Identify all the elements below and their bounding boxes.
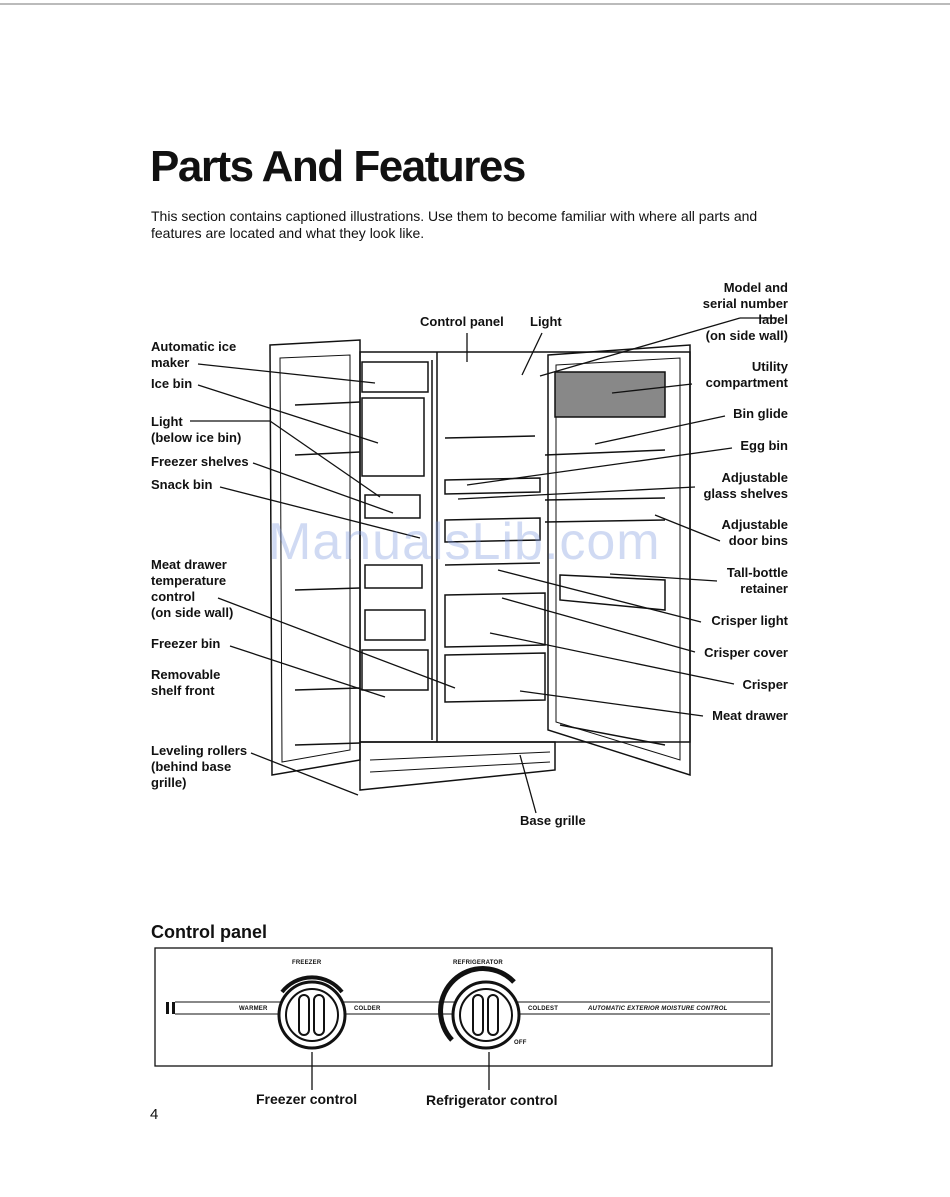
callout-automatic-ice-maker: Automatic ice maker — [151, 339, 236, 371]
freezer-dial-label: FREEZER — [292, 960, 322, 966]
utility-compartment-box — [554, 371, 666, 418]
watermark: ManualsLib.com — [268, 513, 661, 571]
callout-line: Ice bin — [151, 376, 193, 391]
freezer-bin-box — [361, 649, 429, 691]
freezer-colder-label: COLDER — [354, 1006, 381, 1012]
callout-line: Removable — [151, 667, 221, 682]
callout-line: Egg bin — [740, 438, 788, 453]
callout-leveling-rollers: Leveling rollers (behind base grille) — [151, 743, 247, 791]
ice-bin-box — [361, 397, 425, 477]
callout-line: control — [151, 589, 196, 604]
callout-ice-bin: Ice bin — [151, 376, 192, 392]
callout-line: (below ice bin) — [151, 430, 242, 445]
crisper-light-bar — [444, 562, 541, 566]
freezer-control-label: Freezer control — [256, 1091, 358, 1107]
meat-drawer-box — [444, 652, 546, 703]
callout-line: Light — [151, 414, 183, 429]
callout-removable-shelf-front: Removable shelf front — [151, 667, 220, 699]
callout-base-grille: Base grille — [520, 813, 586, 829]
callout-line: grille) — [151, 775, 187, 790]
callout-utility-compartment: Utility compartment — [706, 359, 788, 391]
callout-crisper-cover: Crisper cover — [704, 645, 788, 661]
refrigerator-coldest-label: COLDEST — [528, 1006, 559, 1012]
page-number: 4 — [150, 1106, 159, 1123]
callout-line: serial number — [702, 296, 788, 311]
callout-line: (on side wall) — [705, 328, 788, 343]
callout-line: retainer — [740, 581, 788, 596]
refrigerator-dial-label: REFRIGERATOR — [453, 960, 503, 966]
callout-line: Base grille — [520, 813, 586, 828]
callout-line: Crisper cover — [704, 645, 788, 660]
callout-freezer-bin: Freezer bin — [151, 636, 220, 652]
callout-line: Light — [530, 314, 562, 329]
refrigerator-off-label: OFF — [514, 1040, 527, 1046]
callout-line: Meat drawer — [151, 557, 227, 572]
callout-light: Light — [530, 314, 562, 330]
refrigerator-control-label: Refrigerator control — [426, 1092, 558, 1108]
callout-line: Crisper — [742, 677, 788, 692]
base-grille-box — [359, 741, 556, 791]
callout-line: Leveling rollers — [151, 743, 248, 758]
callout-tall-bottle-retainer: Tall-bottle retainer — [727, 565, 788, 597]
glass-shelf-1 — [444, 435, 536, 439]
callout-meat-drawer: Meat drawer — [712, 708, 788, 724]
callout-line: glass shelves — [703, 486, 788, 501]
callout-line: Snack bin — [151, 477, 213, 492]
callout-line: Freezer bin — [151, 636, 221, 651]
intro-paragraph: This section contains captioned illustra… — [151, 208, 758, 241]
snack-bin-box — [444, 517, 541, 543]
callout-egg-bin: Egg bin — [740, 438, 788, 454]
callout-line: Freezer shelves — [151, 454, 249, 469]
moisture-control-text: AUTOMATIC EXTERIOR MOISTURE CONTROL — [588, 1006, 728, 1012]
callout-line: Crisper light — [711, 613, 788, 628]
page-title: Parts And Features — [150, 142, 526, 191]
leader-lines — [190, 317, 777, 814]
callout-freezer-shelves: Freezer shelves — [151, 454, 249, 470]
freezer-warmer-label: WARMER — [239, 1006, 268, 1012]
callout-line: Adjustable — [721, 517, 788, 532]
refrigerator-illustration — [269, 339, 691, 791]
callout-line: Model and — [723, 280, 788, 295]
freezer-shelf-1 — [364, 494, 421, 519]
callout-model-serial-label: Model and serial number label (on side w… — [703, 280, 788, 344]
callout-line: Automatic ice — [151, 339, 237, 354]
callout-snack-bin: Snack bin — [151, 477, 212, 493]
callout-line: Meat drawer — [712, 708, 788, 723]
callout-light-below-ice-bin: Light (below ice bin) — [151, 414, 241, 446]
callout-line: Bin glide — [733, 406, 788, 421]
door-bin-lower — [559, 574, 666, 611]
callout-bin-glide: Bin glide — [733, 406, 788, 422]
section-title-control-panel: Control panel — [151, 922, 267, 942]
callout-control-panel: Control panel — [420, 314, 504, 330]
callout-line: Utility — [751, 359, 788, 374]
callout-line: temperature — [151, 573, 227, 588]
callout-adjustable-glass-shelves: Adjustable glass shelves — [703, 470, 788, 502]
callout-line: maker — [151, 355, 190, 370]
ice-maker — [361, 361, 429, 393]
callout-line: label — [758, 312, 788, 327]
callout-adjustable-door-bins: Adjustable door bins — [722, 517, 788, 549]
control-panel-frame — [154, 947, 773, 1067]
callout-meat-drawer-temperature-control: Meat drawer temperature control (on side… — [151, 557, 233, 621]
refrigerator-door — [547, 344, 691, 777]
callout-crisper: Crisper — [742, 677, 788, 693]
freezer-shelf-3 — [364, 609, 426, 641]
callout-line: Tall-bottle — [726, 565, 788, 580]
callout-line: (on side wall) — [151, 605, 234, 620]
callout-line: Adjustable — [721, 470, 788, 485]
callout-line: compartment — [705, 375, 788, 390]
callout-line: (behind base — [151, 759, 232, 774]
refrigerator-dial — [438, 966, 521, 1050]
callout-line: Control panel — [420, 314, 504, 329]
callout-line: shelf front — [151, 683, 215, 698]
freezer-dial — [277, 975, 347, 1050]
freezer-shelf-2 — [364, 564, 423, 589]
callout-line: door bins — [728, 533, 788, 548]
callout-crisper-light: Crisper light — [711, 613, 788, 629]
